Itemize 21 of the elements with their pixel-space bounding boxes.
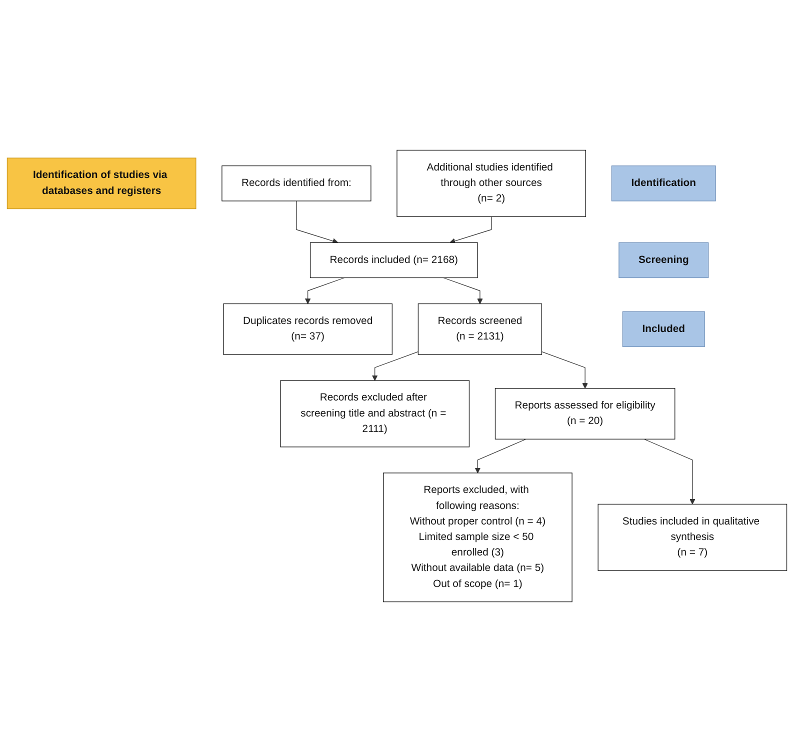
node-box: Included <box>622 311 705 348</box>
node-box: Studies included in qualitative synthesis (n = 7) <box>598 504 788 571</box>
node-box: Reports excluded, with following reasons: Without proper control (n = 4) Limited sample size < 50 enrolled (3) Without available data (n= 5) Out of scope (n= 1) <box>383 472 572 602</box>
arrow <box>443 277 483 304</box>
node-box: Duplicates records removed (n= 37) <box>223 303 392 355</box>
arrow <box>541 351 588 389</box>
node-box: Additional studies identified through other sources (n= 2) <box>396 150 586 217</box>
node-box: Records excluded after screening title and abstract (n = 2111) <box>280 380 470 448</box>
node-box: Screening <box>618 242 709 278</box>
node-box: Identification of studies via databases and registers <box>6 158 196 210</box>
arrow <box>372 351 419 381</box>
arrow <box>644 438 696 504</box>
arrow <box>450 216 492 244</box>
arrow <box>474 438 526 474</box>
arrow <box>296 200 338 244</box>
arrow <box>304 277 345 304</box>
node-box: Reports assessed for eligibility (n = 20) <box>494 388 676 440</box>
node-box: Identification <box>611 165 716 202</box>
node-box: Records identified from: <box>222 165 372 202</box>
node-box: Records included (n= 2168) <box>310 242 478 278</box>
node-box: Records screened (n = 2131) <box>418 303 542 355</box>
